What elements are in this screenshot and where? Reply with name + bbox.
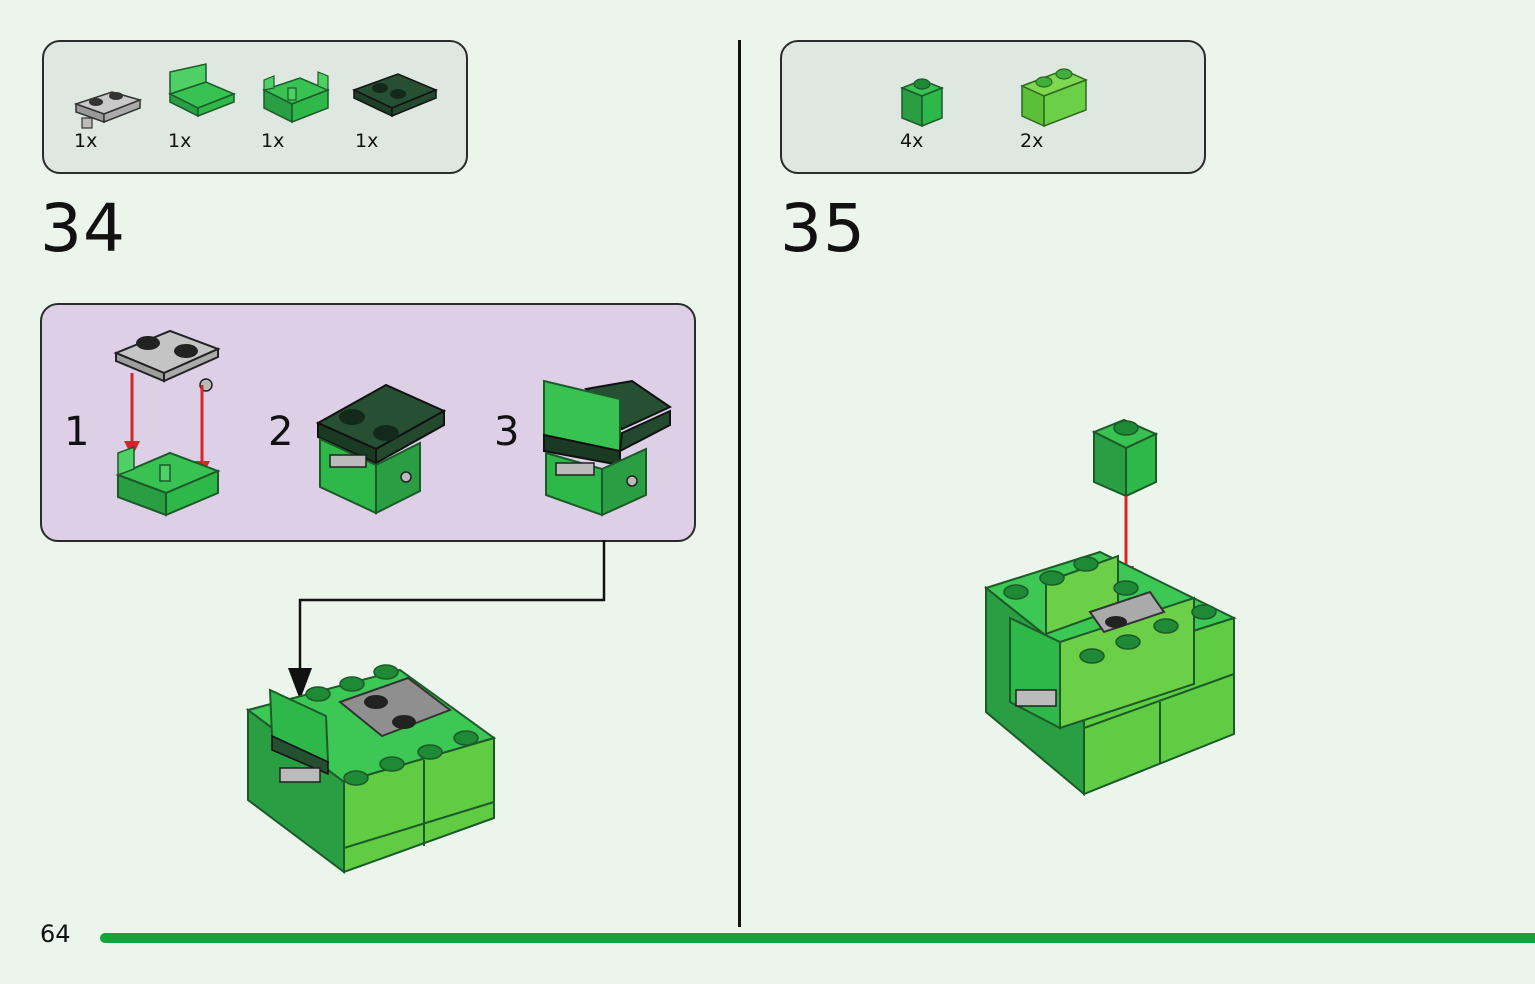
- grey-hinge-plate-icon: [73, 91, 143, 129]
- substep-2-illustration: [315, 383, 447, 515]
- part-qty: 1x: [355, 130, 379, 152]
- page-number: 64: [40, 920, 71, 948]
- page-divider: [738, 40, 741, 927]
- substep-1-illustration: [113, 329, 221, 517]
- part-qty: 4x: [900, 130, 924, 152]
- green-bracket-icon: [168, 63, 236, 118]
- part-qty: 1x: [261, 130, 285, 152]
- step-35-model-illustration: [983, 418, 1237, 797]
- part-qty: 1x: [168, 130, 192, 152]
- step-number-34: 34: [40, 190, 126, 267]
- parts-list-step-35: 4x 2x: [780, 40, 1206, 174]
- dark-green-plate-icon: [352, 73, 438, 118]
- substep-label: 1: [64, 409, 90, 455]
- step-34-model-illustration: [245, 664, 497, 874]
- green-1x1-brick-icon: [899, 78, 945, 128]
- part-qty: 1x: [74, 130, 98, 152]
- substep-3-illustration: [543, 379, 673, 517]
- part-qty: 2x: [1020, 130, 1044, 152]
- substep-label: 2: [268, 409, 294, 455]
- green-hinge-icon: [262, 71, 330, 124]
- lime-1x2-brick-icon: [1020, 68, 1088, 128]
- parts-list-step-34: 1x 1x 1x 1x: [42, 40, 468, 174]
- sub-assembly-box: 1 2 3: [40, 303, 696, 542]
- footer-accent-bar: [100, 933, 1535, 943]
- substep-label: 3: [494, 409, 520, 455]
- step-number-35: 35: [780, 190, 866, 267]
